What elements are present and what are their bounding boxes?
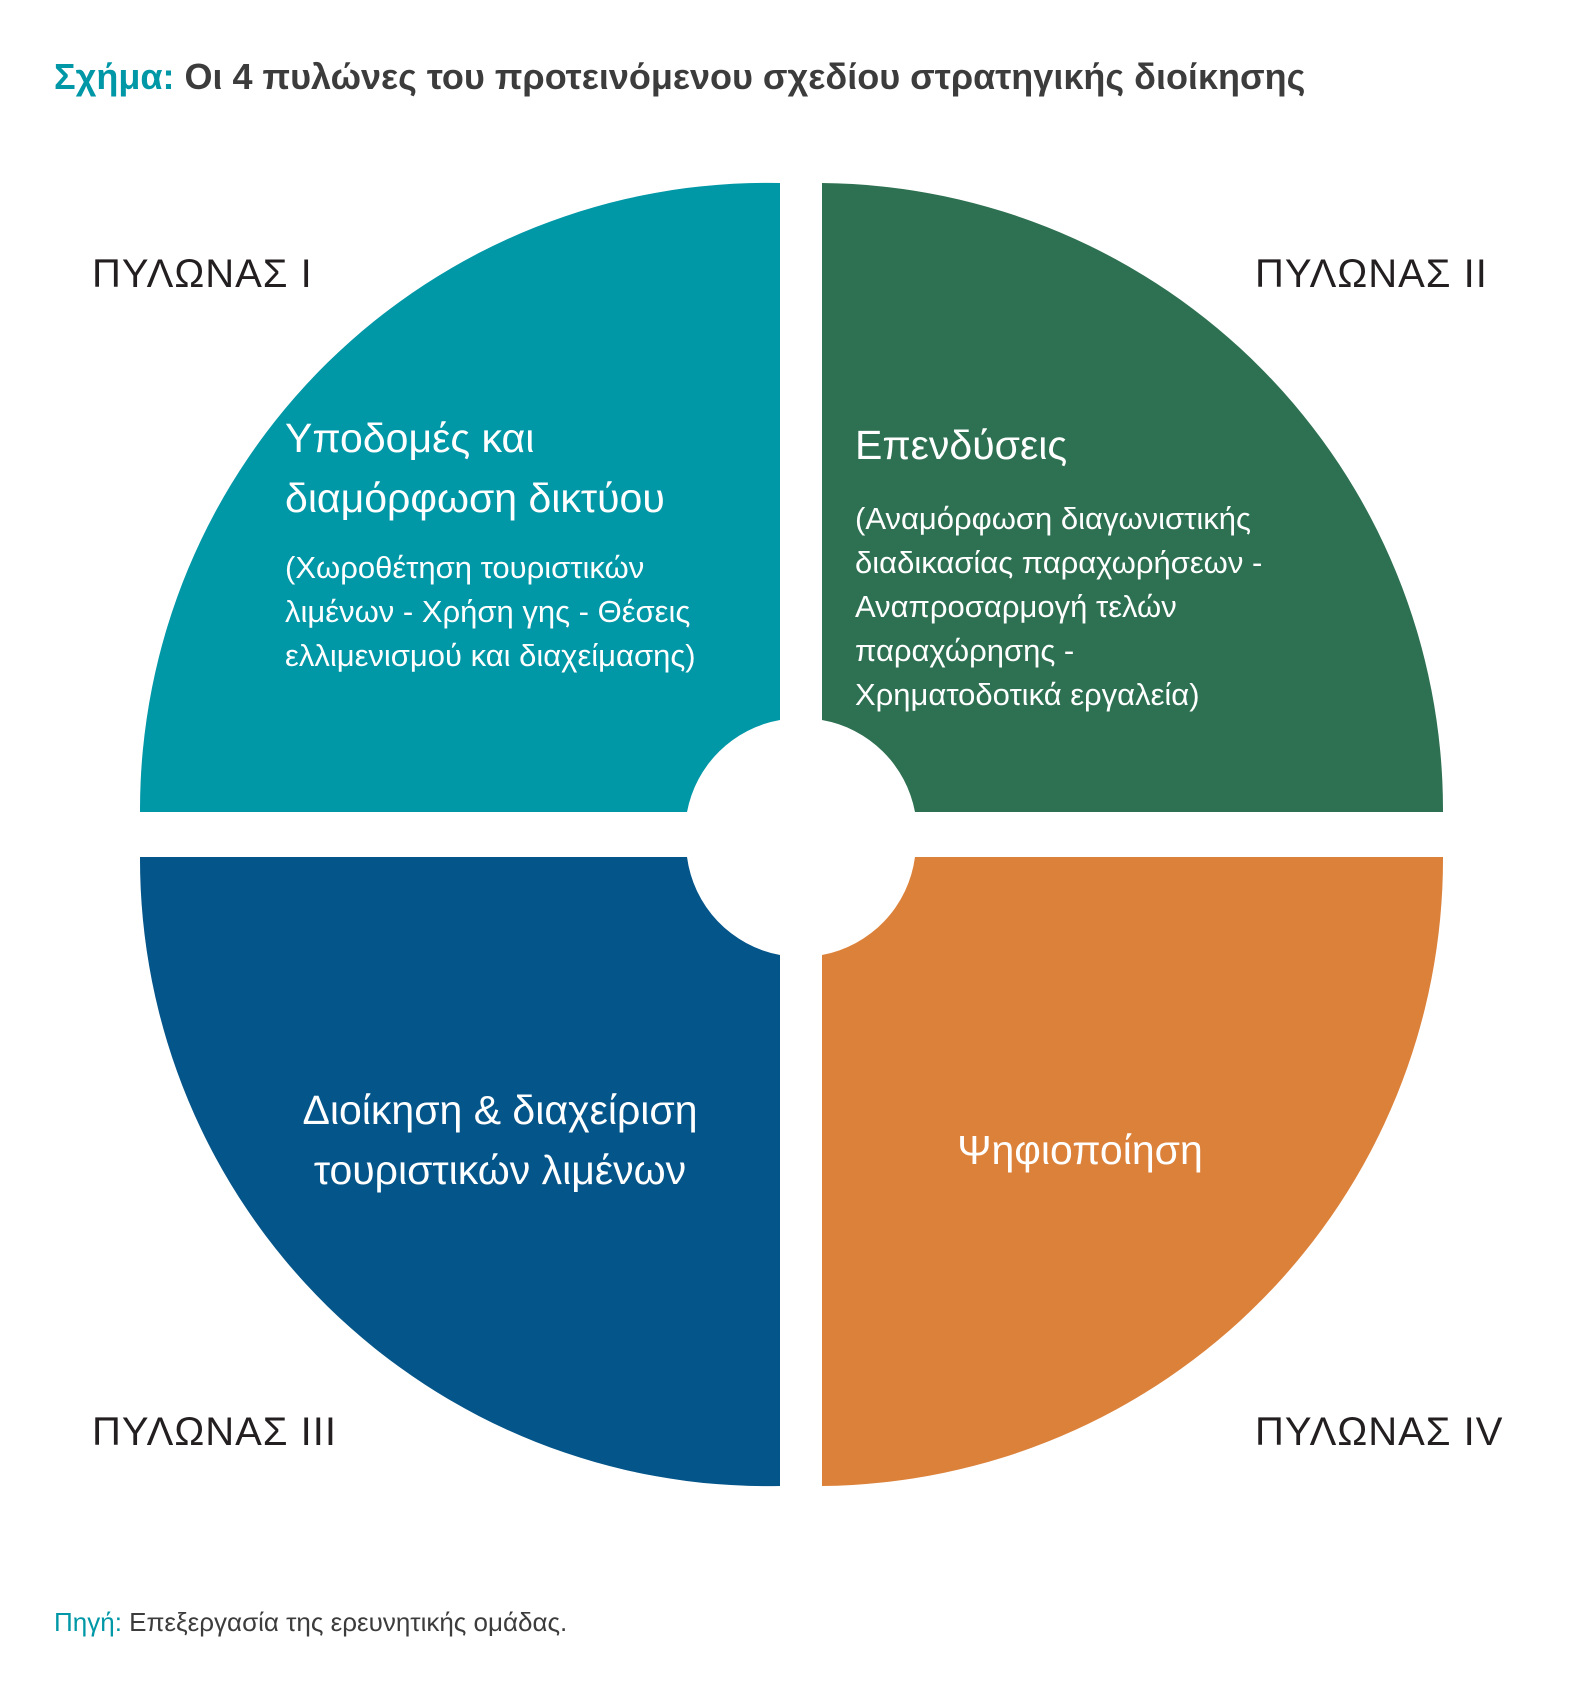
pillar-3-title-line: Διοίκηση & διαχείριση bbox=[302, 1087, 698, 1133]
figure-title: Σχήμα: Οι 4 πυλώνες του προτεινόμενου σχ… bbox=[54, 56, 1305, 98]
pillar-2-subtitle-line: διαδικασίας παραχωρήσεων - bbox=[855, 545, 1263, 580]
pillar-2-title-line: Επενδύσεις bbox=[855, 422, 1068, 468]
pillar-1-subtitle: (Χωροθέτηση τουριστικών λιμένων - Χρήση … bbox=[285, 546, 805, 678]
pillar-2-text: Επενδύσεις (Αναμόρφωση διαγωνιστικής δια… bbox=[855, 415, 1375, 717]
pillar-3-label: ΠΥΛΩΝΑΣ ΙΙΙ bbox=[92, 1410, 337, 1454]
pillar-4-title: Ψηφιοποίηση bbox=[880, 1120, 1280, 1180]
pillar-4-title-line: Ψηφιοποίηση bbox=[957, 1127, 1203, 1173]
quadrant-pillar-4 bbox=[822, 857, 1444, 1486]
source-text: Επεξεργασία της ερευνητικής ομάδας. bbox=[129, 1607, 568, 1637]
source-note: Πηγή: Επεξεργασία της ερευνητικής ομάδας… bbox=[54, 1607, 567, 1638]
pillar-1-subtitle-line: λιμένων - Χρήση γης - Θέσεις bbox=[285, 594, 691, 629]
pillar-2-label: ΠΥΛΩΝΑΣ ΙΙ bbox=[1255, 252, 1488, 296]
quadrant-pillar-2 bbox=[822, 183, 1444, 812]
pillar-3-title: Διοίκηση & διαχείριση τουριστικών λιμένω… bbox=[230, 1080, 770, 1200]
pillar-3-text: Διοίκηση & διαχείριση τουριστικών λιμένω… bbox=[230, 1080, 770, 1200]
pillar-2-subtitle: (Αναμόρφωση διαγωνιστικής διαδικασίας πα… bbox=[855, 497, 1375, 717]
pillar-1-label: ΠΥΛΩΝΑΣ Ι bbox=[92, 252, 313, 296]
pillar-2-subtitle-line: Αναπροσαρμογή τελών bbox=[855, 589, 1177, 624]
pillar-4-label: ΠΥΛΩΝΑΣ ΙV bbox=[1255, 1410, 1504, 1454]
source-prefix: Πηγή: bbox=[54, 1607, 122, 1637]
pillar-1-subtitle-line: ελλιμενισμού και διαχείμασης) bbox=[285, 638, 696, 673]
pillar-1-title-line: διαμόρφωση δικτύου bbox=[285, 475, 665, 521]
figure-title-prefix: Σχήμα: bbox=[54, 56, 175, 97]
quadrant-pillar-1 bbox=[139, 182, 781, 813]
pillar-1-text: Υποδομές και διαμόρφωση δικτύου (Χωροθέτ… bbox=[285, 408, 805, 678]
pillar-2-subtitle-line: παραχώρησης - bbox=[855, 633, 1075, 668]
pillar-2-subtitle-line: (Αναμόρφωση διαγωνιστικής bbox=[855, 501, 1251, 536]
pillar-2-title: Επενδύσεις bbox=[855, 415, 1375, 475]
pillar-4-text: Ψηφιοποίηση bbox=[880, 1120, 1280, 1180]
pillar-1-title: Υποδομές και διαμόρφωση δικτύου bbox=[285, 408, 805, 528]
pillar-1-title-line: Υποδομές και bbox=[285, 415, 535, 461]
figure-title-text: Οι 4 πυλώνες του προτεινόμενου σχεδίου σ… bbox=[184, 56, 1306, 97]
quadrant-pillar-3 bbox=[139, 857, 781, 1487]
pillar-1-subtitle-line: (Χωροθέτηση τουριστικών bbox=[285, 550, 645, 585]
pillar-2-subtitle-line: Χρηματοδοτικά εργαλεία) bbox=[855, 677, 1200, 712]
pillar-3-title-line: τουριστικών λιμένων bbox=[313, 1147, 687, 1193]
